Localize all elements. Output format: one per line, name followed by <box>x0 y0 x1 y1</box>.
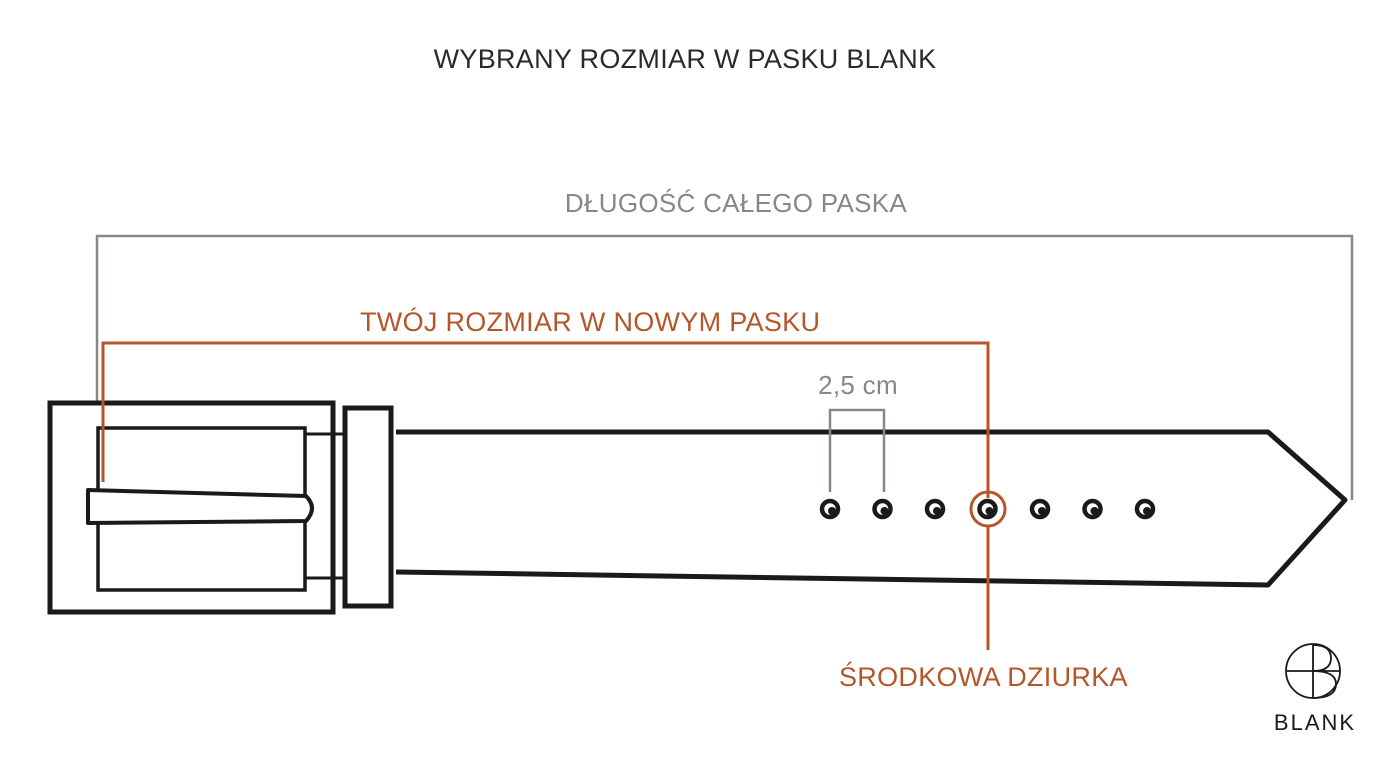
belt-hole-shadow <box>828 507 836 515</box>
hole-spacing-label: 2,5 cm <box>818 370 898 400</box>
buckle-inner-frame <box>96 426 307 592</box>
total-length-bracket <box>95 234 1354 500</box>
total-length-label: DŁUGOŚĆ CAŁEGO PASKA <box>564 188 908 218</box>
center-hole-label: ŚRODKOWA DZIURKA <box>839 662 1128 692</box>
belt-strap <box>395 429 1348 588</box>
buckle-prong <box>86 488 314 525</box>
buckle-strap-segment <box>305 432 345 580</box>
belt-hole-shadow <box>1090 507 1099 515</box>
belt-hole-shadow <box>933 507 941 515</box>
belt-hole-shadow <box>985 507 994 515</box>
your-size-bracket <box>101 341 990 498</box>
belt-hole-shadow <box>1143 507 1151 515</box>
page-title: WYBRANY ROZMIAR W PASKU BLANK <box>433 44 937 74</box>
belt-holes <box>819 498 1156 520</box>
belt-hole-shadow <box>1038 507 1046 515</box>
hole-spacing-bracket <box>828 408 886 492</box>
belt-hole-shadow <box>880 507 889 515</box>
blank-logo-icon <box>1285 643 1341 699</box>
your-size-label: TWÓJ ROZMIAR W NOWYM PASKU <box>360 307 821 337</box>
brand-name: BLANK <box>1273 710 1357 735</box>
belt-keeper <box>342 405 394 609</box>
